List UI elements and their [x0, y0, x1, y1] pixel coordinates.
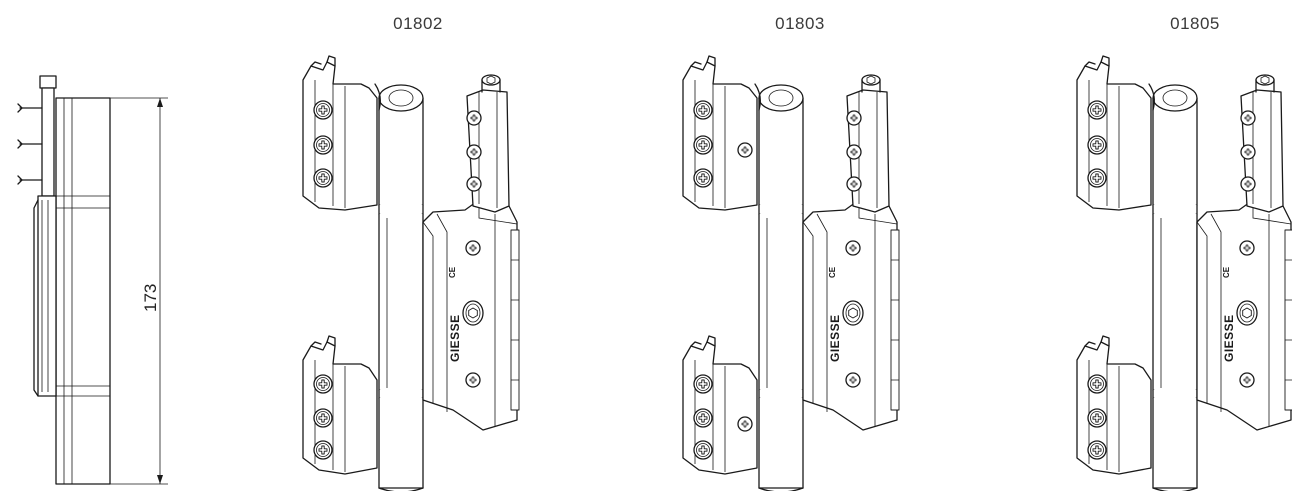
product-code-01803: 01803: [775, 14, 825, 33]
hinge-01803: [683, 56, 899, 491]
side-view: 173: [17, 75, 168, 485]
dimension-173: 173: [141, 284, 160, 312]
hinge-01802: [303, 56, 519, 491]
product-code-01805: 01805: [1170, 14, 1220, 33]
hinge-01805: [1077, 56, 1292, 491]
product-code-01802: 01802: [393, 14, 443, 33]
